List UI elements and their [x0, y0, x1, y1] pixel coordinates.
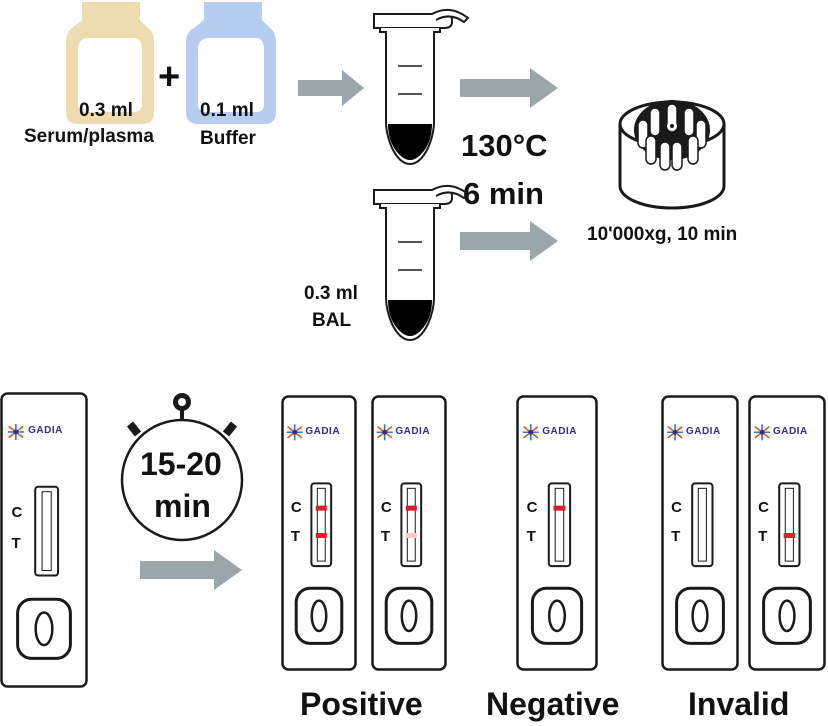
test-label: T: [526, 528, 536, 545]
buffer-volume-label: 0.1 ml: [200, 100, 254, 121]
test-strip: [406, 487, 416, 562]
sample-well: [530, 586, 584, 645]
test-label: T: [290, 528, 301, 545]
serum-plasma-label: Serum/plasma: [24, 126, 154, 147]
cassette-body: [748, 395, 826, 671]
sample-port: [547, 599, 567, 633]
result-positive-label: Positive: [300, 686, 423, 722]
brand-label: GADIA: [542, 425, 577, 437]
test-strip: [784, 487, 794, 562]
control-label: C: [758, 498, 769, 516]
control-label: C: [11, 503, 23, 521]
test-label: T: [380, 528, 391, 545]
control-label: C: [671, 498, 682, 516]
serum-volume-label: 0.3 ml: [79, 100, 133, 121]
control-label: C: [526, 498, 538, 516]
sample-well: [384, 586, 434, 645]
eppendorf-tube-icon: [373, 8, 470, 166]
sample-port: [400, 599, 418, 633]
result-negative-label: Negative: [486, 686, 620, 722]
buffer-label: Buffer: [200, 128, 256, 149]
sample-port: [778, 599, 796, 633]
arrow-right-icon: [460, 221, 558, 261]
test-line: [783, 533, 796, 538]
sample-well: [675, 586, 725, 645]
test-strip: [554, 487, 565, 562]
timer-range-label: 15-20: [140, 446, 222, 482]
test-strip: [697, 487, 707, 562]
brand-label: GADIA: [305, 425, 341, 437]
brand-label: GADIA: [28, 425, 63, 437]
sample-well: [294, 586, 344, 645]
sample-port: [691, 599, 709, 633]
cassette-body: [371, 395, 447, 671]
test-line: [315, 533, 327, 538]
control-line: [405, 505, 417, 511]
test-label: T: [671, 528, 681, 545]
brand-label: GADIA: [685, 425, 721, 437]
test-strip: [41, 491, 52, 572]
buffer-vial-icon: [186, 2, 276, 124]
control-label: C: [380, 498, 392, 516]
cassette-body: [516, 395, 598, 671]
plus-sign: +: [158, 56, 181, 98]
centrifuge-label: 10'000xg, 10 min: [587, 224, 738, 245]
bal-volume-label: 0.3 ml: [304, 283, 358, 304]
stopwatch-icon: [120, 393, 244, 542]
test-label: T: [11, 535, 21, 552]
centrifuge-rotor-icon: [618, 100, 726, 210]
bal-label: BAL: [312, 310, 352, 331]
result-invalid-label: Invalid: [688, 686, 790, 722]
temperature-label: 130°C: [461, 128, 548, 163]
brand-label: GADIA: [395, 425, 431, 437]
sample-port: [34, 611, 54, 647]
sample-well: [16, 597, 72, 660]
timer-unit-label: min: [154, 488, 211, 524]
sample-well: [762, 586, 812, 645]
control-line: [315, 505, 327, 511]
duration-label: 6 min: [463, 176, 544, 211]
brand-label: GADIA: [772, 425, 808, 437]
sample-port: [310, 599, 328, 633]
arrow-right-icon: [140, 550, 242, 590]
serum-vial-icon: [66, 2, 154, 124]
cassette-body: [281, 395, 357, 671]
test-label: T: [758, 528, 768, 545]
control-line: [553, 505, 566, 511]
test-strip: [316, 487, 326, 562]
control-label: C: [290, 498, 302, 516]
cassette-body: [661, 395, 739, 671]
cassette-body: [0, 392, 88, 688]
eppendorf-tube-icon: [373, 184, 470, 342]
arrow-right-icon: [298, 70, 364, 106]
arrow-right-icon: [460, 68, 558, 108]
test-line: [405, 533, 417, 538]
